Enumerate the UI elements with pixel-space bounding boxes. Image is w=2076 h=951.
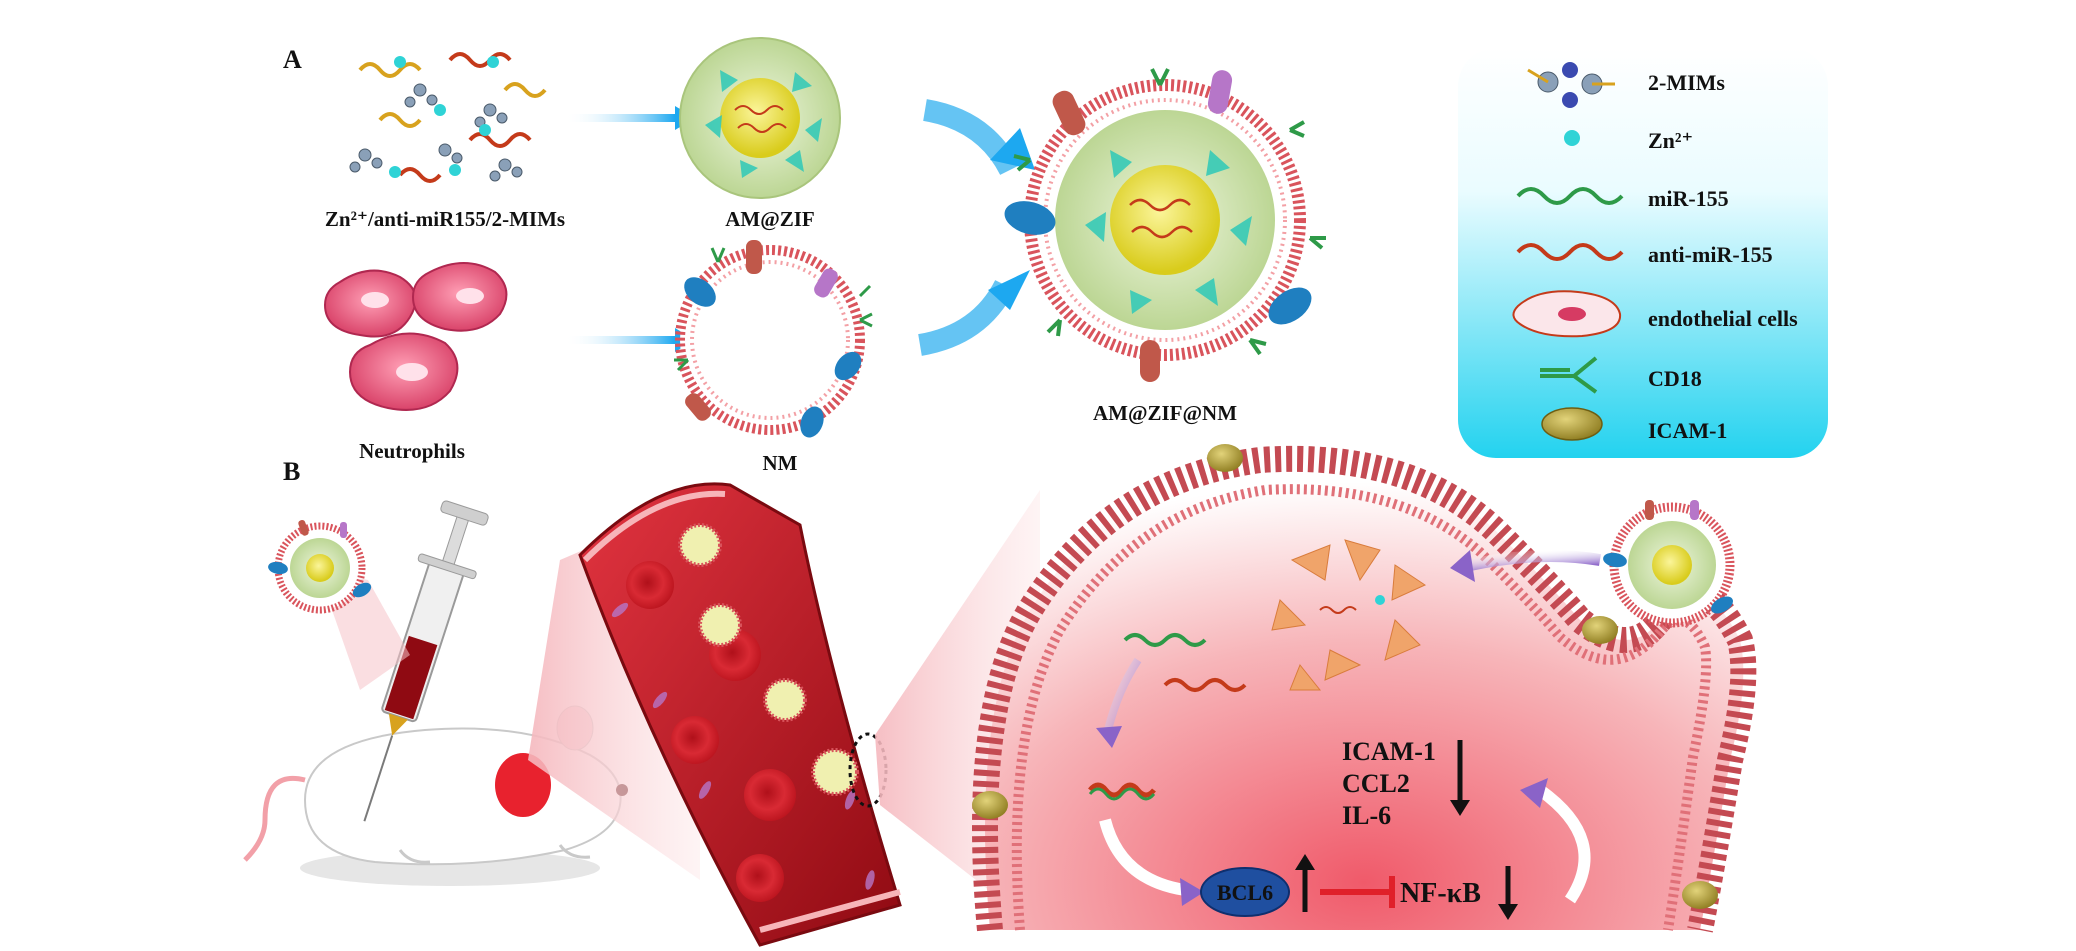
down-arrow-icon — [1498, 904, 1518, 920]
syringe-illustration — [363, 500, 489, 822]
bcl6-node: BCL6 — [1200, 854, 1315, 917]
inhibition-symbol — [1320, 876, 1395, 908]
down-arrow-icon — [1450, 800, 1470, 816]
duplex-to-bcl6-arrow — [1099, 818, 1204, 906]
bcl6-label: BCL6 — [1217, 880, 1273, 905]
feedback-arrow — [1520, 778, 1591, 904]
icam1-protein-icon — [1541, 407, 1603, 441]
nfkb-node: NF-κB — [1400, 866, 1518, 920]
anti-mir155-strand-icon — [1516, 243, 1624, 261]
hybridized-duplex — [1088, 782, 1156, 798]
legend-label-0: 2-MIMs — [1648, 70, 1725, 95]
am-zif-label: AM@ZIF — [725, 207, 815, 231]
neutrophils-label: Neutrophils — [359, 439, 465, 463]
legend-label-2: miR-155 — [1648, 186, 1729, 211]
degraded-zif-particle — [1271, 539, 1427, 691]
arrow-nm-to-final — [917, 270, 1030, 356]
legend-label-6: ICAM-1 — [1648, 418, 1727, 443]
legend-label-1: Zn²⁺ — [1648, 128, 1693, 153]
injected-nanoparticle — [268, 519, 410, 690]
legend — [1458, 48, 1828, 458]
red-blood-cells — [626, 561, 796, 902]
hybridization-arrow — [1096, 657, 1142, 748]
endothelial-cell-icon — [1512, 290, 1622, 338]
gene-item-1: CCL2 — [1342, 769, 1410, 798]
am-zif-nm-label: AM@ZIF@NM — [1093, 401, 1237, 425]
vessel-nanoparticles — [678, 523, 859, 796]
legend-label-5: CD18 — [1648, 366, 1702, 391]
membrane-icam1-proteins — [972, 444, 1718, 909]
docking-nanoparticle — [1603, 500, 1735, 628]
zinc-ion-icon — [1564, 130, 1580, 146]
neutrophil-cells — [323, 262, 508, 411]
panel-a-label: A — [283, 45, 302, 74]
anti-mir155-strand — [1163, 678, 1247, 692]
am-zif-particle — [679, 37, 841, 199]
gene-item-0: ICAM-1 — [1342, 737, 1436, 766]
endothelial-cell-zoom — [972, 444, 1757, 933]
uptake-arrow — [1450, 550, 1601, 582]
nfkb-label: NF-κB — [1400, 878, 1481, 909]
2-mim-molecule-icon — [1527, 62, 1615, 108]
up-arrow-icon — [1295, 854, 1315, 870]
mir155-strand-icon — [1516, 187, 1624, 205]
arrow-mixture-to-zif — [565, 106, 695, 130]
am-zif-nm-particle — [1004, 68, 1326, 382]
component-mixture — [349, 52, 547, 183]
arrow-zif-to-final — [922, 99, 1035, 176]
nm-label: NM — [763, 451, 798, 475]
panel-b-label: B — [283, 457, 300, 486]
nm-vesicle — [674, 240, 873, 438]
blood-vessel — [578, 482, 902, 947]
mixture-label: Zn²⁺/anti-miR155/2-MIMs — [325, 207, 565, 231]
cd18-receptor-icon — [1540, 356, 1598, 394]
legend-label-3: anti-miR-155 — [1648, 242, 1773, 267]
legend-label-4: endothelial cells — [1648, 306, 1798, 331]
mir155-strand — [1123, 633, 1207, 647]
gene-item-2: IL-6 — [1342, 801, 1391, 830]
